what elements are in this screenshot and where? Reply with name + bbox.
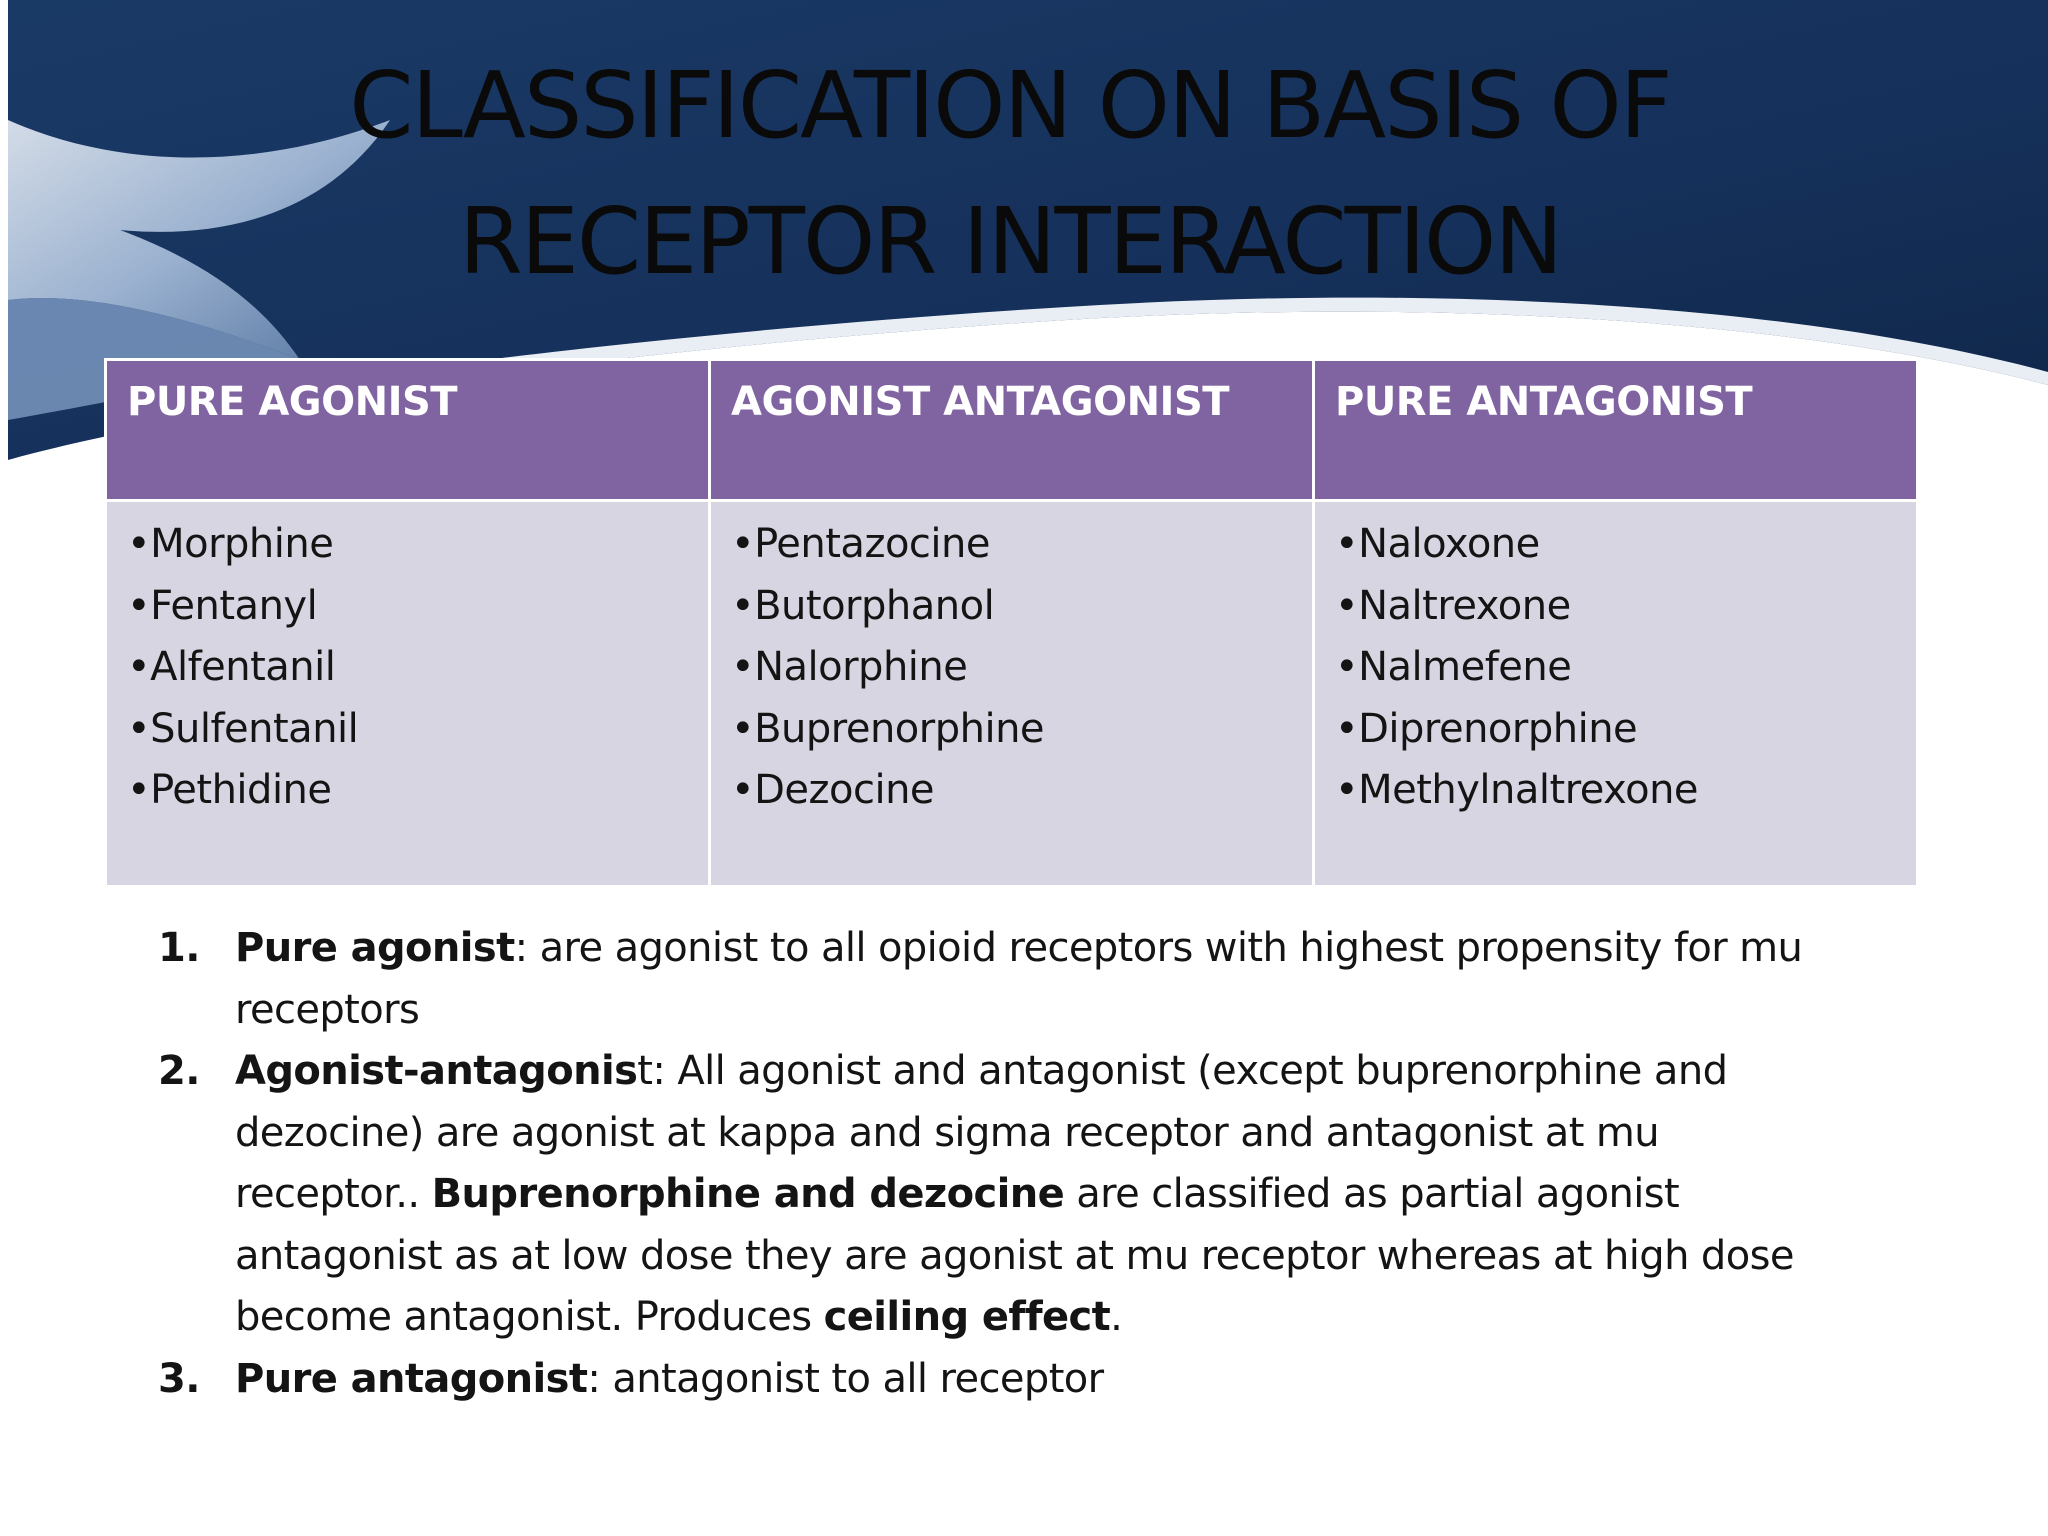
list-item: •Naloxone bbox=[1335, 521, 1540, 567]
definitions-list: 1. Pure agonist: are agonist to all opioi… bbox=[140, 918, 1840, 1410]
item-number: 1. bbox=[158, 925, 200, 971]
slide-title-line-2: RECEPTOR INTERACTION bbox=[458, 188, 1563, 295]
header-pure-agonist: PURE AGONIST bbox=[104, 358, 711, 502]
definition-text: : are agonist to all opioid receptors wi… bbox=[235, 925, 1803, 1033]
term-pure-antagonist: Pure antagonist bbox=[235, 1355, 588, 1402]
definition-item: 2. Agonist-antagonist: All agonist and an… bbox=[140, 1041, 1840, 1349]
agonist-antagonist-list: •Pentazocine •Butorphanol •Nalorphine •B… bbox=[708, 499, 1315, 888]
definition-text: . bbox=[1110, 1294, 1123, 1340]
list-item: •Butorphanol bbox=[731, 582, 995, 629]
item-number: 2. bbox=[158, 1048, 200, 1094]
header-background bbox=[8, 0, 2048, 460]
list-item: •Morphine bbox=[127, 521, 334, 567]
term-pure-agonist: Pure agonist bbox=[235, 925, 515, 971]
list-item: •Fentanyl bbox=[127, 582, 318, 629]
list-item: •Methylnaltrexone bbox=[1335, 767, 1699, 813]
list-item: •Alfentanil bbox=[127, 644, 336, 690]
table-header-row: PURE AGONIST AGONIST ANTAGONIST PURE ANT… bbox=[104, 358, 1919, 502]
list-item: •Pentazocine bbox=[731, 521, 990, 567]
definition-item: 3. Pure antagonist: antagonist to all rec… bbox=[140, 1349, 1840, 1411]
receptor-classification-table: PURE AGONIST AGONIST ANTAGONIST PURE ANT… bbox=[104, 358, 1919, 888]
list-item: •Nalmefene bbox=[1335, 644, 1572, 690]
list-item: •Naltrexone bbox=[1335, 582, 1571, 629]
pure-antagonist-list: •Naloxone •Naltrexone •Nalmefene •Dipren… bbox=[1312, 499, 1919, 888]
term-ceiling-effect: ceiling effect bbox=[823, 1294, 1111, 1340]
list-item: •Buprenorphine bbox=[731, 705, 1045, 752]
table-body-row: •Morphine •Fentanyl •Alfentanil •Sulfent… bbox=[104, 499, 1919, 888]
list-item: •Sulfentanil bbox=[127, 705, 359, 752]
slide-title: CLASSIFICATION ON BASIS OF RECEPTOR INTE… bbox=[160, 38, 1860, 310]
definition-text: are classified as partial agonist antago… bbox=[235, 1171, 1794, 1340]
definition-item: 1. Pure agonist: are agonist to all opioi… bbox=[140, 918, 1840, 1041]
definition-text: : antagonist to all receptor bbox=[587, 1355, 1104, 1402]
header-agonist-antagonist: AGONIST ANTAGONIST bbox=[708, 358, 1315, 502]
list-item: •Pethidine bbox=[127, 767, 332, 813]
definition-text: t: All agonist and antagonist (except bu… bbox=[235, 1048, 1728, 1217]
item-number: 3. bbox=[158, 1355, 200, 1402]
term-agonist-antagonist: Agonist-antagonis bbox=[235, 1048, 638, 1094]
list-item: •Dezocine bbox=[731, 767, 935, 813]
list-item: •Nalorphine bbox=[731, 644, 968, 690]
slide-title-line-1: CLASSIFICATION ON BASIS OF bbox=[349, 52, 1672, 159]
pure-agonist-list: •Morphine •Fentanyl •Alfentanil •Sulfent… bbox=[104, 499, 711, 888]
term-buprenorphine-dezocine: Buprenorphine and dezocine bbox=[431, 1171, 1065, 1217]
header-pure-antagonist: PURE ANTAGONIST bbox=[1312, 358, 1919, 502]
list-item: •Diprenorphine bbox=[1335, 705, 1638, 752]
